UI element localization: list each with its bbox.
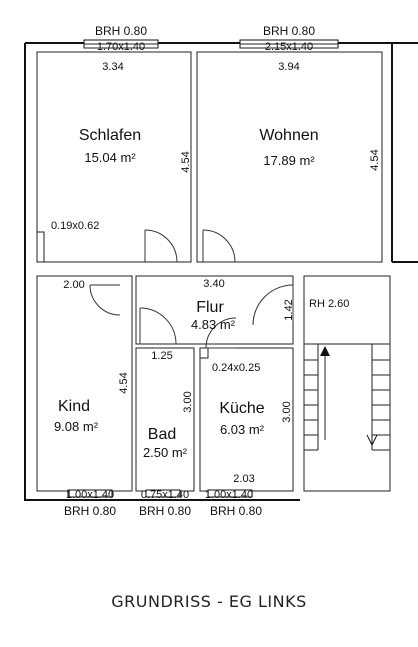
dim-kueche-depth: 3.00 (281, 401, 293, 422)
window-size-label: 2.15x1.40 (265, 41, 313, 53)
room-bad (135, 347, 195, 492)
door-bad (139, 307, 177, 345)
plan-title: GRUNDRISS - EG LINKS (111, 592, 307, 611)
window-size-label: 1.00x1.40 (205, 489, 253, 501)
room-name: Bad (148, 426, 176, 443)
room-area: 6.03 m² (220, 422, 265, 437)
dim-bad-depth: 3.00 (182, 391, 194, 412)
dim-wohnen-depth: 4.54 (369, 149, 381, 170)
room-wohnen (196, 51, 383, 263)
door-kind (89, 284, 121, 316)
staircase (304, 343, 390, 451)
room-name: Wohnen (259, 127, 318, 144)
niche-schlafen (37, 231, 45, 262)
room-area: 9.08 m² (54, 419, 99, 434)
room-schlafen (36, 51, 192, 263)
dim-flur-depth: 1.42 (283, 299, 295, 320)
dim-wohnen-width: 3.94 (278, 61, 299, 73)
stair-up-arrow-icon (320, 346, 330, 356)
window-bad (145, 489, 181, 498)
window-brh-label: BRH 0.80 (95, 24, 147, 38)
stairwell (303, 275, 391, 492)
dim-kueche-width: 2.03 (233, 473, 254, 485)
door-wohnen (202, 229, 236, 263)
room-name: Flur (196, 299, 224, 316)
window-brh-label: BRH 0.80 (263, 24, 315, 38)
dim-kind-width: 2.00 (63, 279, 84, 291)
dim-kind-depth: 4.54 (118, 372, 130, 393)
room-name: Kind (58, 398, 90, 415)
dim-schlafen-width: 3.34 (102, 61, 123, 73)
niche-kueche (200, 348, 209, 359)
room-area: 17.89 m² (263, 153, 315, 168)
room-area: 15.04 m² (84, 150, 136, 165)
dim-flur-width: 3.40 (203, 278, 224, 290)
stair-down-arrow-icon (366, 434, 378, 447)
window-kind (67, 489, 113, 498)
dim-kueche-niche: 0.24x0.25 (212, 362, 260, 374)
window-size-label: 1.00x1.40 (66, 489, 114, 501)
dim-niche: 0.19x0.62 (51, 220, 99, 232)
room-area: 2.50 m² (143, 445, 188, 460)
door-schlafen (144, 229, 178, 263)
window-kueche (207, 489, 253, 498)
window-brh-label: BRH 0.80 (210, 504, 262, 518)
room-name: Küche (219, 400, 264, 417)
window-brh-label: BRH 0.80 (139, 504, 191, 518)
dim-bad-width: 1.25 (151, 350, 172, 362)
room-name: Schlafen (79, 127, 141, 144)
stair-rh-label: RH 2.60 (309, 298, 349, 310)
window-brh-label: BRH 0.80 (64, 504, 116, 518)
dim-schlafen-depth: 4.54 (180, 151, 192, 172)
door-entrance (252, 284, 294, 326)
room-area: 4.83 m² (191, 317, 236, 332)
door-kueche (205, 317, 237, 349)
window-size-label: 0.75x1.40 (141, 489, 189, 501)
window-size-label: 1.70x1.40 (97, 41, 145, 53)
outer-wall (24, 42, 418, 501)
